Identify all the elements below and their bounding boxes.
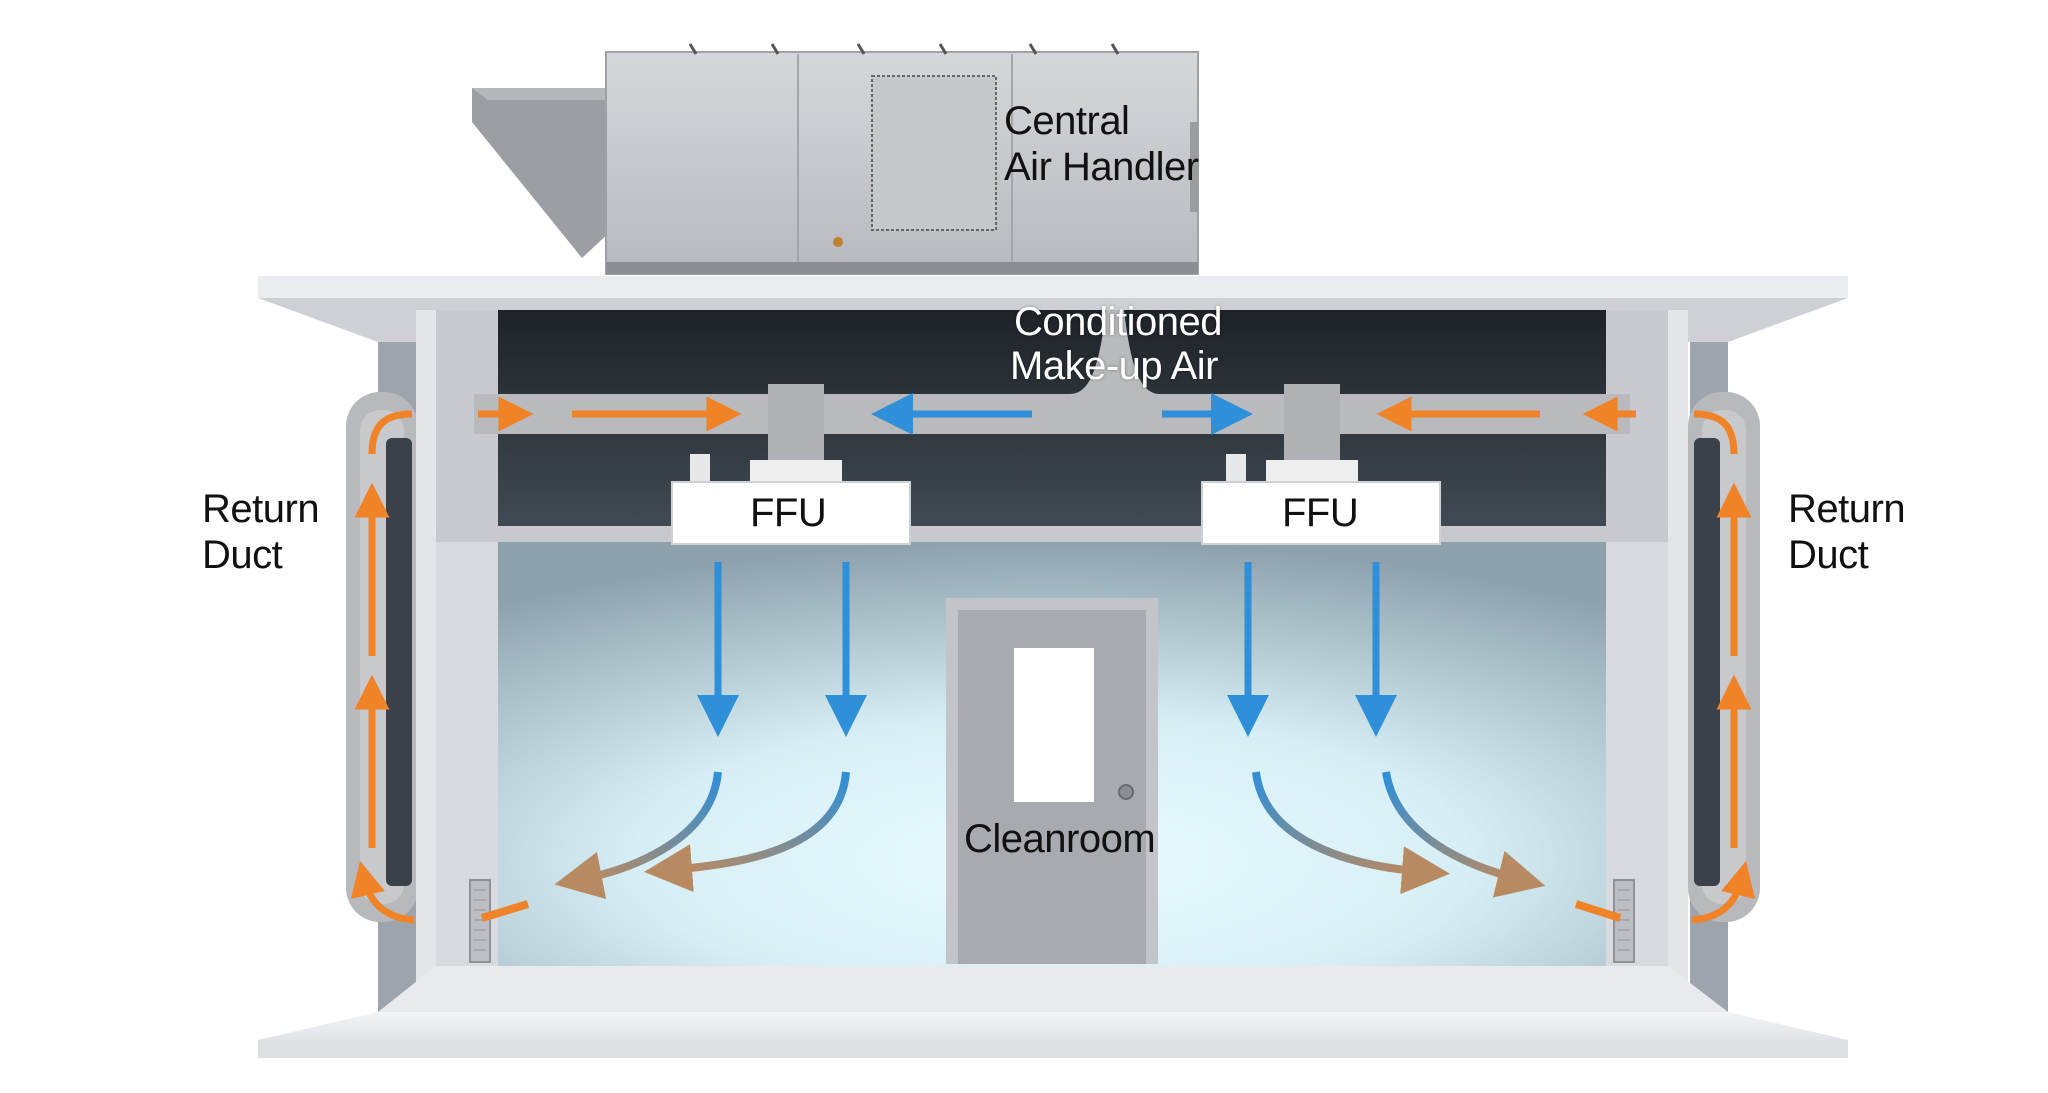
arrow-curve-4 — [1382, 771, 1546, 898]
arrow-return-left-bottom — [350, 860, 415, 924]
conditioned-air-label-line2: Make-up Air — [1010, 344, 1218, 388]
central-air-handler-label-line2: Air Handler — [1004, 145, 1199, 189]
arrow-grille-right — [1574, 900, 1622, 922]
return-duct-right-label-line1: Return — [1788, 487, 1906, 531]
arrow-curve-3 — [1252, 771, 1450, 895]
return-duct-right-label-line2: Duct — [1788, 533, 1869, 577]
arrow-return-right-bottom — [1691, 860, 1756, 924]
ffu-right — [1201, 481, 1441, 545]
supply-air-arrows — [697, 393, 1397, 737]
ffu-left-label: FFU — [750, 491, 827, 535]
return-duct-left-label-line2: Duct — [202, 533, 283, 577]
return-air-arrows — [350, 396, 1756, 924]
arrow-curve-2 — [644, 771, 850, 893]
arrow-grille-left — [480, 900, 530, 922]
ffu-left — [671, 481, 911, 545]
mixed-air-arrows — [554, 771, 1546, 899]
arrow-return-left-top — [368, 410, 413, 455]
central-air-handler-label-line1: Central — [1004, 99, 1130, 143]
central-air-handler — [472, 43, 1199, 275]
ffu-right-label: FFU — [1282, 491, 1359, 535]
return-duct-left-label-line1: Return — [202, 487, 320, 531]
door-knob — [1118, 784, 1134, 800]
arrow-return-right-top — [1693, 410, 1738, 455]
cleanroom-door — [946, 598, 1158, 964]
cleanroom-label: Cleanroom — [964, 817, 1156, 861]
conditioned-air-label-line1: Conditioned — [1014, 300, 1223, 344]
door-window — [1014, 648, 1094, 802]
